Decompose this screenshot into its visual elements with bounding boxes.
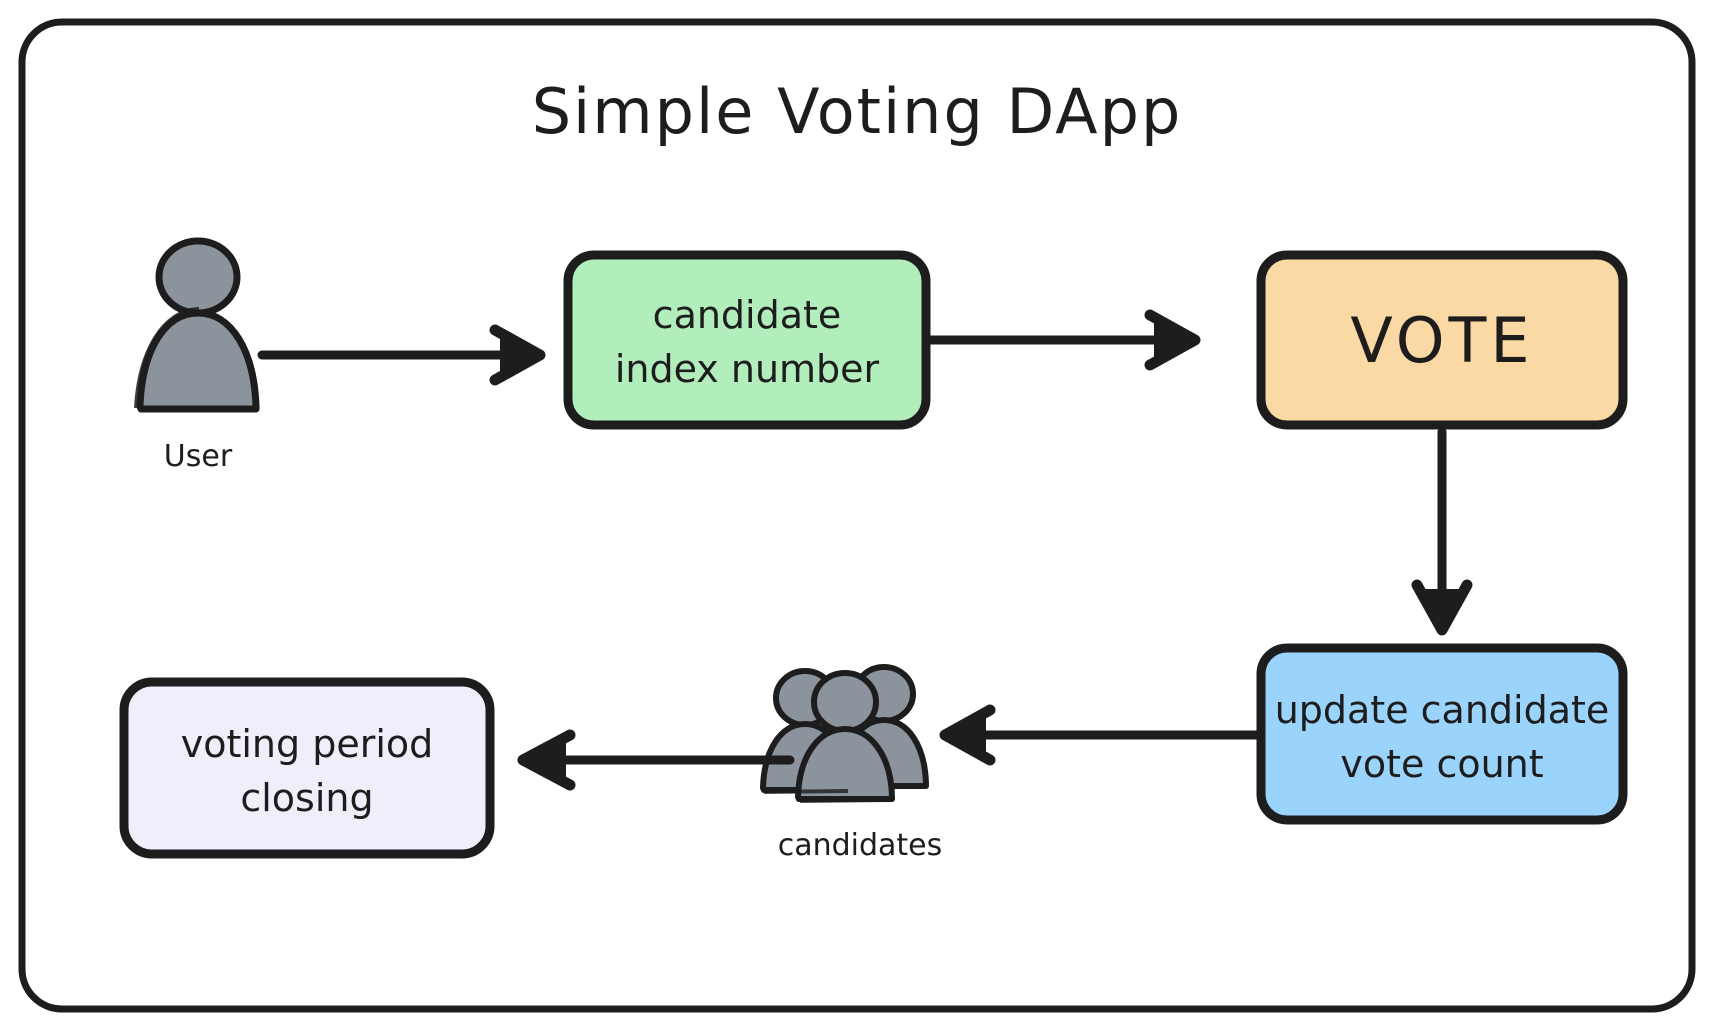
user-icon [134, 237, 260, 413]
node-candidate-index-line1: candidate [653, 293, 842, 337]
node-voting-period-closing-line2: closing [240, 776, 373, 820]
node-vote[interactable]: VOTE [1256, 250, 1628, 430]
arrow-update-count-to-candidates [939, 704, 1263, 766]
node-vote-label: VOTE [1350, 304, 1533, 377]
arrow-candidates-to-voting-period-closing [517, 729, 795, 791]
node-candidate-index[interactable]: candidate index number [563, 250, 931, 430]
node-update-count[interactable]: update candidate vote count [1256, 643, 1628, 825]
node-voting-period-closing[interactable]: voting period closing [119, 677, 495, 859]
node-candidate-index-line2: index number [615, 347, 880, 391]
candidates-caption: candidates [778, 828, 943, 863]
arrow-user-to-candidate-index [257, 324, 546, 386]
node-update-count-line2: vote count [1340, 742, 1543, 786]
node-voting-period-closing-line1: voting period [181, 722, 434, 766]
arrow-vote-to-update-count [1411, 427, 1473, 636]
user-caption: User [164, 439, 233, 474]
node-update-count-line1: update candidate [1275, 688, 1610, 732]
page-title: Simple Voting DApp [532, 75, 1183, 148]
arrow-candidate-index-to-vote [925, 309, 1201, 371]
users-group-icon [760, 664, 929, 803]
diagram-frame [18, 18, 1696, 1013]
